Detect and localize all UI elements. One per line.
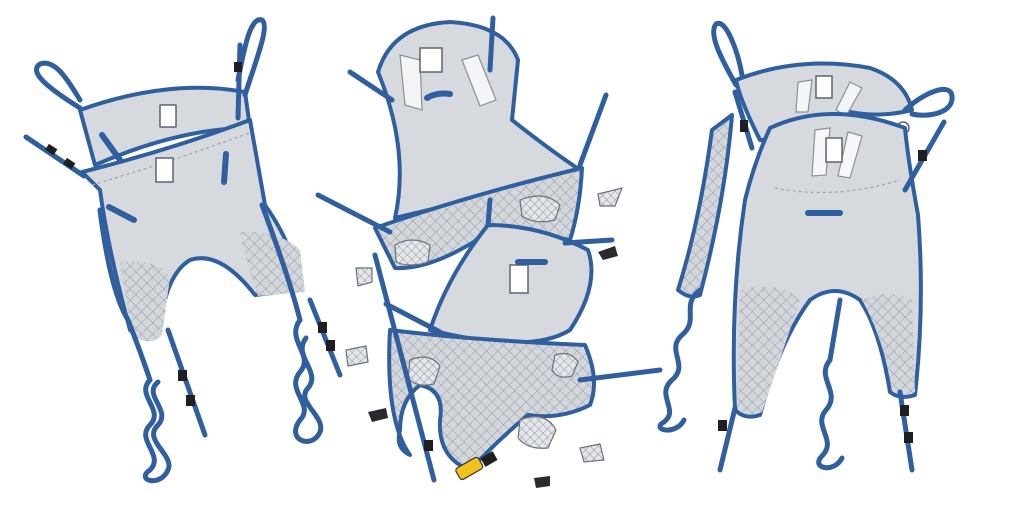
- label-icon: [815, 75, 833, 99]
- buckle-icon: [918, 150, 927, 161]
- buckle-icon: [740, 120, 748, 132]
- padding-icon: [517, 416, 557, 449]
- buckle-icon: [234, 62, 242, 72]
- handle-icon: [424, 90, 453, 101]
- buckle-icon: [900, 405, 909, 416]
- buckle-icon: [45, 143, 58, 156]
- handle-icon: [221, 151, 229, 185]
- label-icon: [825, 137, 843, 163]
- handle-icon: [106, 204, 137, 223]
- buckle-icon: [63, 157, 76, 170]
- buckle-icon: [480, 451, 498, 467]
- padding-icon: [407, 356, 441, 386]
- padding-icon: [394, 239, 431, 266]
- buckle-icon: [424, 440, 433, 451]
- buckle-icon: [904, 432, 913, 443]
- label-icon: [419, 47, 443, 73]
- sling-center: [315, 15, 663, 488]
- sling-left: [23, 17, 343, 484]
- buckle-icon: [326, 340, 335, 351]
- buckle-icon: [186, 395, 195, 406]
- buckle-icon: [718, 420, 727, 431]
- sling-right: [657, 20, 955, 473]
- padding-icon: [551, 352, 579, 378]
- label-icon: [509, 264, 529, 294]
- buckle-icon: [318, 322, 327, 333]
- padding-icon: [519, 195, 561, 223]
- buckle-icon: [178, 370, 187, 381]
- label-icon: [155, 157, 174, 183]
- label-icon: [159, 104, 177, 128]
